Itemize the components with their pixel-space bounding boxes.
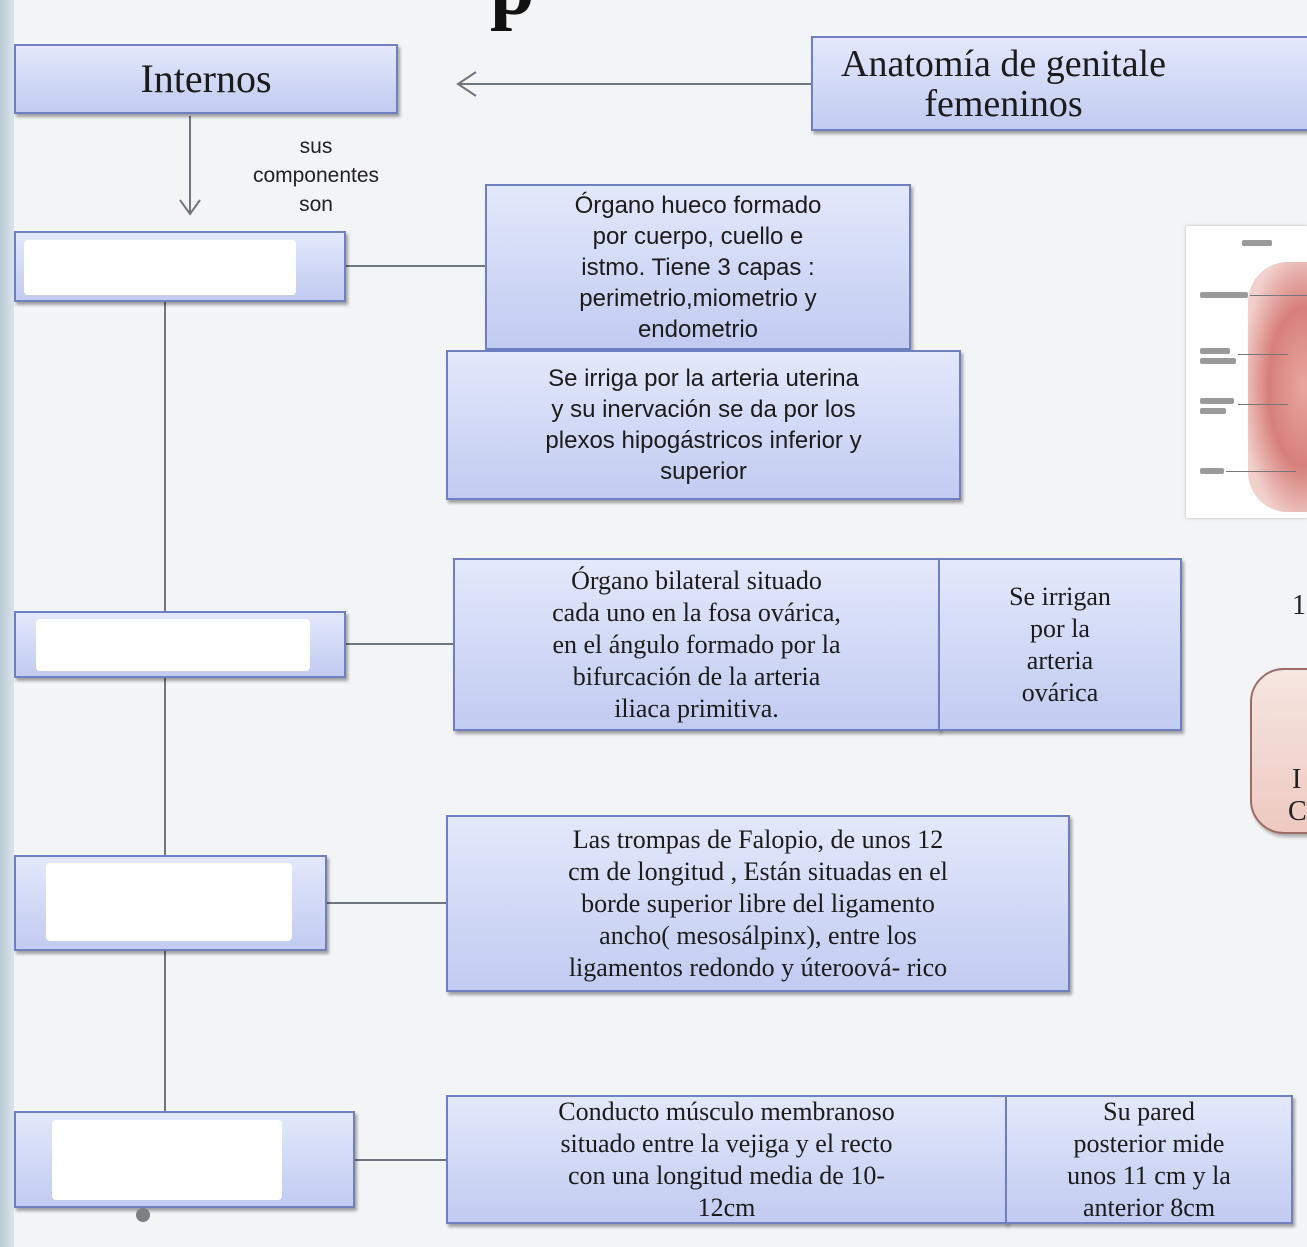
connector-label-line: son	[299, 193, 333, 216]
connector-label-line: componentes	[252, 164, 380, 187]
anatomy-image-body	[1248, 262, 1307, 512]
component-4-description: Conducto músculo membranoso situado entr…	[446, 1095, 1007, 1224]
main-title-line: femeninos	[924, 82, 1083, 125]
edge-fragment: 1	[1292, 590, 1306, 621]
component-2-supply: Se irrigan por la arteria ovárica	[938, 558, 1182, 731]
redaction-patch	[46, 863, 292, 941]
clipped-pink-box	[1250, 668, 1307, 834]
component-3-description: Las trompas de Falopio, de unos 12 cm de…	[446, 815, 1070, 992]
connector-label: sus componentes son	[218, 132, 414, 219]
component-4-extra: Su pared posterior mide unos 11 cm y la …	[1005, 1095, 1293, 1224]
slide-edge-bar	[0, 0, 14, 1247]
redaction-patch	[52, 1120, 282, 1200]
internos-box: Internos	[14, 44, 398, 114]
edge-fragment: I	[1292, 764, 1302, 795]
redaction-patch	[24, 240, 296, 295]
component-1-supply: Se irriga por la arteria uterina y su in…	[446, 350, 961, 500]
connector-label-line: sus	[299, 135, 333, 158]
dot	[136, 1208, 150, 1222]
slide-title-fragment: p	[490, 0, 535, 28]
redaction-patch	[36, 619, 310, 671]
edge-fragment: C	[1288, 796, 1307, 827]
component-1-description: Órgano hueco formado por cuerpo, cuello …	[485, 184, 911, 350]
main-title-line: Anatomía de genitale	[841, 42, 1166, 85]
component-2-description: Órgano bilateral situado cada uno en la …	[453, 558, 940, 731]
internos-label: Internos	[140, 56, 272, 101]
anatomy-image	[1186, 226, 1307, 518]
main-title-box: Anatomía de genitale femeninos	[811, 36, 1307, 131]
main-title: Anatomía de genitale femeninos	[841, 44, 1166, 124]
